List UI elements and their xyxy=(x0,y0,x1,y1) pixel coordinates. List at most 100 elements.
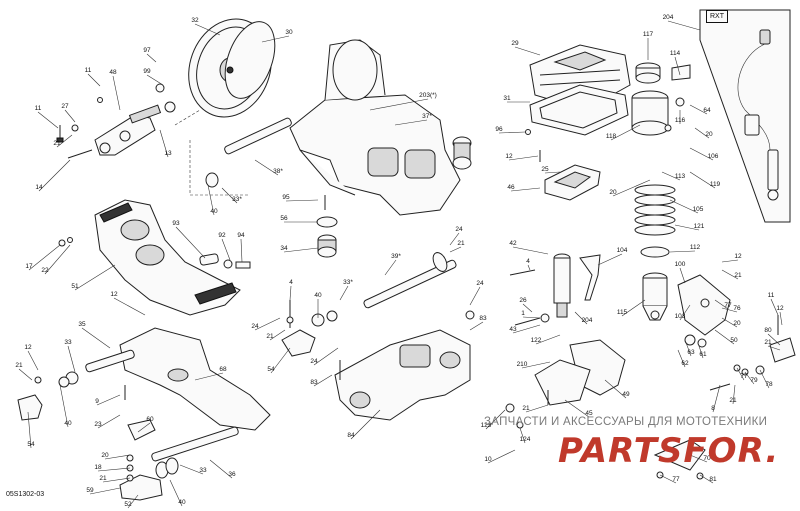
callout-label: 70 xyxy=(703,455,711,462)
callout-label: 12 xyxy=(734,253,742,260)
callout-leader xyxy=(527,264,531,271)
part-drive-disc xyxy=(188,18,276,118)
callout-label: 31 xyxy=(503,95,511,102)
callout-leader xyxy=(674,56,681,76)
callout-leader xyxy=(485,409,506,430)
callout-leader xyxy=(744,371,755,385)
callout-label: 37* xyxy=(422,113,432,120)
callout-leader xyxy=(767,333,781,346)
callout-leader xyxy=(487,449,516,464)
part-chassis-tunnel xyxy=(289,39,461,216)
callout-label: 100 xyxy=(675,261,686,268)
rxt-box-label: RXT xyxy=(706,10,728,23)
callout-label: 96 xyxy=(495,126,503,133)
part-shaft-36 xyxy=(151,426,239,479)
callout-leader xyxy=(508,155,539,161)
callout-leader xyxy=(113,297,146,316)
callout-leader xyxy=(674,224,700,231)
callout-label: 38* xyxy=(273,168,283,175)
callout-label: 79 xyxy=(750,377,758,384)
callout-leader xyxy=(522,316,541,319)
callout-label: 104 xyxy=(617,247,628,254)
callout-label: 21 xyxy=(15,362,23,369)
callout-label: 99 xyxy=(143,68,151,75)
callout-label: 21 xyxy=(53,140,61,147)
callout-label: 121 xyxy=(694,223,705,230)
callout-leader xyxy=(74,264,116,291)
callout-leader xyxy=(56,134,73,148)
callout-leader xyxy=(564,399,590,418)
callout-label: 33* xyxy=(232,196,242,203)
part-shaft-39 xyxy=(311,252,457,327)
callout-label: 4 xyxy=(526,258,530,265)
callout-leader xyxy=(689,171,716,189)
callout-label: 32 xyxy=(191,17,199,24)
callout-leader xyxy=(661,171,681,181)
part-gasket-31 xyxy=(529,84,629,136)
callout-leader xyxy=(510,187,541,192)
callout-leader xyxy=(254,317,281,331)
callout-label: 63 xyxy=(687,349,695,356)
callout-leader xyxy=(667,20,701,31)
callout-leader xyxy=(37,111,59,129)
callout-leader xyxy=(175,226,206,259)
callout-leader xyxy=(44,244,71,275)
callout-label: 50 xyxy=(730,337,738,344)
callout-leader xyxy=(313,374,333,387)
callout-label: 114 xyxy=(670,50,681,57)
part-bracket-45 xyxy=(534,359,591,406)
callout-label: 34 xyxy=(280,245,288,252)
callout-leader xyxy=(610,124,641,141)
callout-label: 94 xyxy=(237,232,245,239)
callout-leader xyxy=(521,361,551,369)
callout-leader xyxy=(669,199,699,214)
callout-label: 22 xyxy=(41,267,49,274)
callout-label: 20 xyxy=(705,131,713,138)
callout-label: 40 xyxy=(314,292,322,299)
part-bracket-54-center xyxy=(281,300,316,357)
callout-leader xyxy=(240,238,243,263)
part-plate-46 xyxy=(525,129,601,201)
part-axle-48 xyxy=(94,104,162,156)
callout-label: 33 xyxy=(64,339,72,346)
callout-label: 62 xyxy=(681,360,689,367)
callout-leader xyxy=(59,384,69,428)
callout-label: 68 xyxy=(219,366,227,373)
callout-leader xyxy=(712,384,721,413)
callout-leader xyxy=(689,104,708,115)
callout-leader xyxy=(469,286,481,306)
part-bracket-80 xyxy=(769,315,796,363)
part-bushing-56-34 xyxy=(316,195,338,258)
callout-label: 36 xyxy=(228,471,236,478)
callout-leader xyxy=(28,244,61,271)
callout-leader xyxy=(283,247,319,253)
callout-label: 83 xyxy=(310,379,318,386)
callout-leader xyxy=(684,339,692,357)
callout-label: 204 xyxy=(663,14,674,21)
callout-leader xyxy=(38,159,71,192)
callout-label: 64 xyxy=(703,107,711,114)
callout-label: 116 xyxy=(675,117,686,124)
callout-label: 24 xyxy=(476,280,484,287)
callout-label: 26 xyxy=(519,297,527,304)
callout-leader xyxy=(81,327,111,349)
callout-leader xyxy=(689,147,714,161)
callout-label: 122 xyxy=(531,337,542,344)
callout-label: 25 xyxy=(541,166,549,173)
part-bracket-54-left xyxy=(17,376,43,421)
callout-leader xyxy=(159,129,169,158)
callout-leader xyxy=(146,74,164,86)
callout-leader xyxy=(535,334,561,345)
callout-label: 11 xyxy=(85,67,92,74)
callout-label: 29 xyxy=(511,40,519,47)
callout-label: 35 xyxy=(78,321,86,328)
callout-label: 117 xyxy=(643,31,654,38)
part-spring-121 xyxy=(634,184,676,258)
callout-leader xyxy=(779,311,783,326)
callout-leader xyxy=(697,342,704,359)
callout-label: 24 xyxy=(455,226,463,233)
callout-label: 106 xyxy=(708,153,719,160)
callout-leader xyxy=(27,350,39,371)
callout-label: 84 xyxy=(347,432,355,439)
